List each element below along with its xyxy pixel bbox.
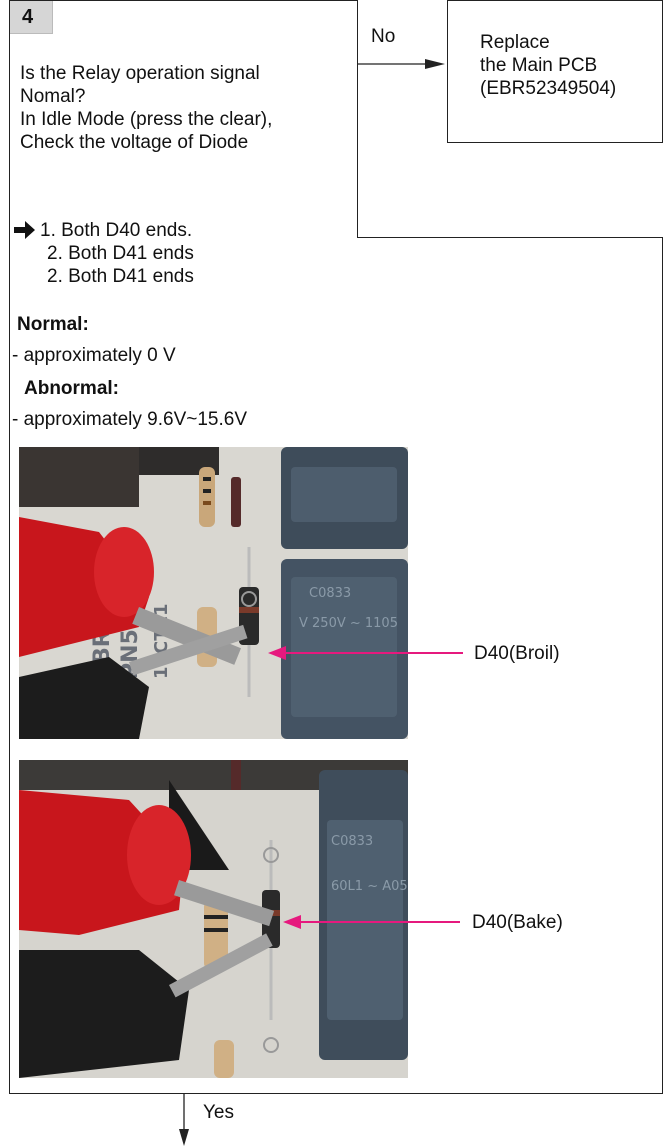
svg-text:60L1 ~ A05: 60L1 ~ A05: [331, 879, 408, 894]
yes-branch-arrow: [177, 1093, 191, 1147]
callout-arrow-broil: [268, 643, 464, 663]
photo-broil-diode: C0833 V 250V ~ 1105 EBR5234 PN523 10CT11: [19, 447, 408, 739]
action-line: the Main PCB: [480, 54, 616, 77]
normal-label: Normal:: [17, 313, 89, 336]
action-line: (EBR52349504): [480, 77, 616, 100]
check-item: 2. Both D41 ends: [47, 265, 194, 288]
callout-arrow-bake: [283, 912, 461, 932]
replace-pcb-box: Replace the Main PCB (EBR52349504): [447, 0, 663, 143]
no-branch-label: No: [371, 25, 395, 48]
check-list: 1. Both D40 ends. 2. Both D41 ends 2. Bo…: [40, 219, 194, 288]
normal-value: - approximately 0 V: [12, 344, 176, 367]
svg-text:C0833: C0833: [331, 834, 373, 849]
right-arrow-icon: [14, 220, 36, 245]
no-branch-arrow: [357, 58, 447, 70]
abnormal-value: - approximately 9.6V~15.6V: [12, 408, 247, 431]
svg-text:C0833: C0833: [309, 586, 351, 601]
check-item: 2. Both D41 ends: [47, 242, 194, 265]
question-line: Check the voltage of Diode: [20, 131, 272, 154]
check-item: 1. Both D40 ends.: [40, 219, 194, 242]
replace-pcb-text: Replace the Main PCB (EBR52349504): [480, 31, 616, 100]
question-line: In Idle Mode (press the clear),: [20, 108, 272, 131]
abnormal-label: Abnormal:: [24, 377, 119, 400]
step-number-badge: 4: [10, 1, 53, 34]
action-line: Replace: [480, 31, 616, 54]
callout-bake-label: D40(Bake): [472, 911, 563, 934]
step-number: 4: [22, 5, 33, 29]
callout-broil-label: D40(Broil): [474, 642, 560, 665]
question-line: Nomal?: [20, 85, 272, 108]
relay-block: C0833 V 250V ~ 1105: [281, 447, 408, 739]
yes-branch-label: Yes: [203, 1101, 234, 1124]
svg-text:V 250V ~ 1105: V 250V ~ 1105: [299, 616, 398, 631]
step-question: Is the Relay operation signal Nomal? In …: [20, 62, 272, 154]
question-line: Is the Relay operation signal: [20, 62, 272, 85]
